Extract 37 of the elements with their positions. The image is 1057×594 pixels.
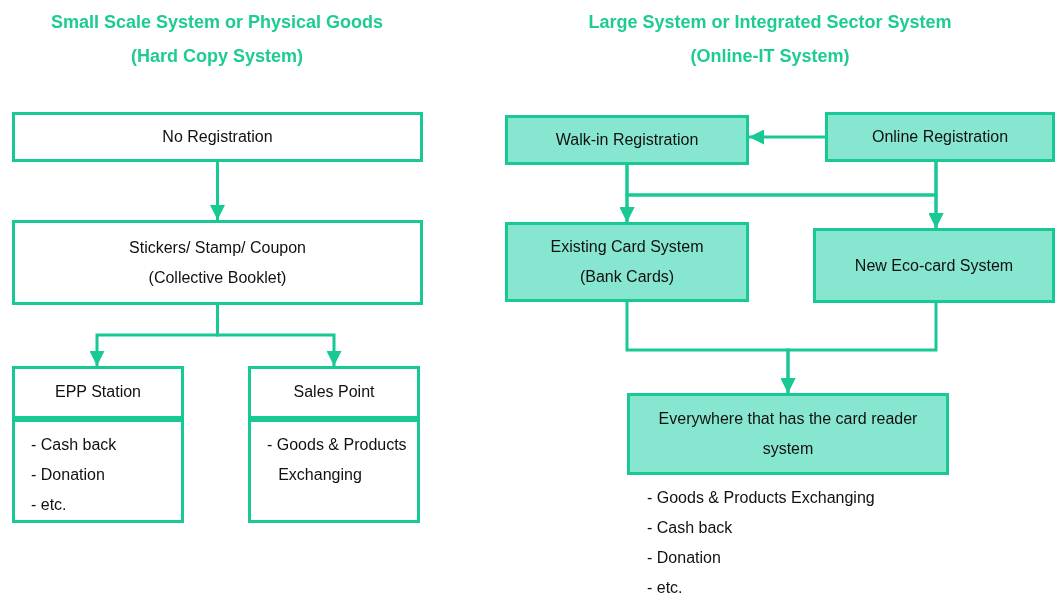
arrow — [210, 162, 225, 220]
list-item: - etc. — [647, 578, 684, 594]
list-item: - Donation — [647, 548, 722, 568]
arrow — [216, 305, 342, 366]
box-text: Everywhere that has the card reader system — [657, 409, 919, 459]
list-item: - Cash back — [647, 518, 734, 538]
process-box — [12, 112, 423, 162]
list-item: - Cash back — [31, 435, 118, 455]
box-heading: Sales Point — [292, 382, 376, 402]
section-heading: (Online-IT System) — [690, 46, 850, 67]
arrow — [749, 129, 825, 145]
box-text: Stickers/ Stamp/ Coupon — [128, 237, 307, 258]
process-box — [813, 228, 1055, 303]
section-heading: Small Scale System or Physical Goods — [50, 12, 384, 33]
list-item: - Donation — [31, 465, 106, 485]
box-text: (Bank Cards) — [578, 267, 676, 287]
arrow — [780, 303, 938, 393]
list-box — [12, 366, 184, 523]
process-box — [12, 220, 423, 305]
box-text: Online Registration — [870, 127, 1010, 147]
list-item: - etc. — [31, 495, 68, 515]
arrow — [928, 162, 944, 228]
process-box — [627, 393, 949, 475]
process-box — [505, 115, 749, 165]
list-item: - Goods & Products Exchanging — [647, 488, 875, 508]
box-text: Existing Card System — [549, 237, 705, 257]
section-heading: Large System or Integrated Sector System — [588, 12, 952, 33]
box-text: No Registration — [161, 127, 274, 147]
list-item: - Goods & Products Exchanging — [267, 435, 408, 485]
process-box — [505, 222, 749, 302]
box-text: Walk-in Registration — [554, 130, 700, 150]
list-box — [248, 366, 420, 523]
section-heading: (Hard Copy System) — [131, 46, 303, 67]
process-box — [825, 112, 1055, 162]
box-text: New Eco-card System — [853, 255, 1015, 276]
box-text: (Collective Booklet) — [147, 267, 288, 288]
box-heading: EPP Station — [54, 382, 142, 402]
